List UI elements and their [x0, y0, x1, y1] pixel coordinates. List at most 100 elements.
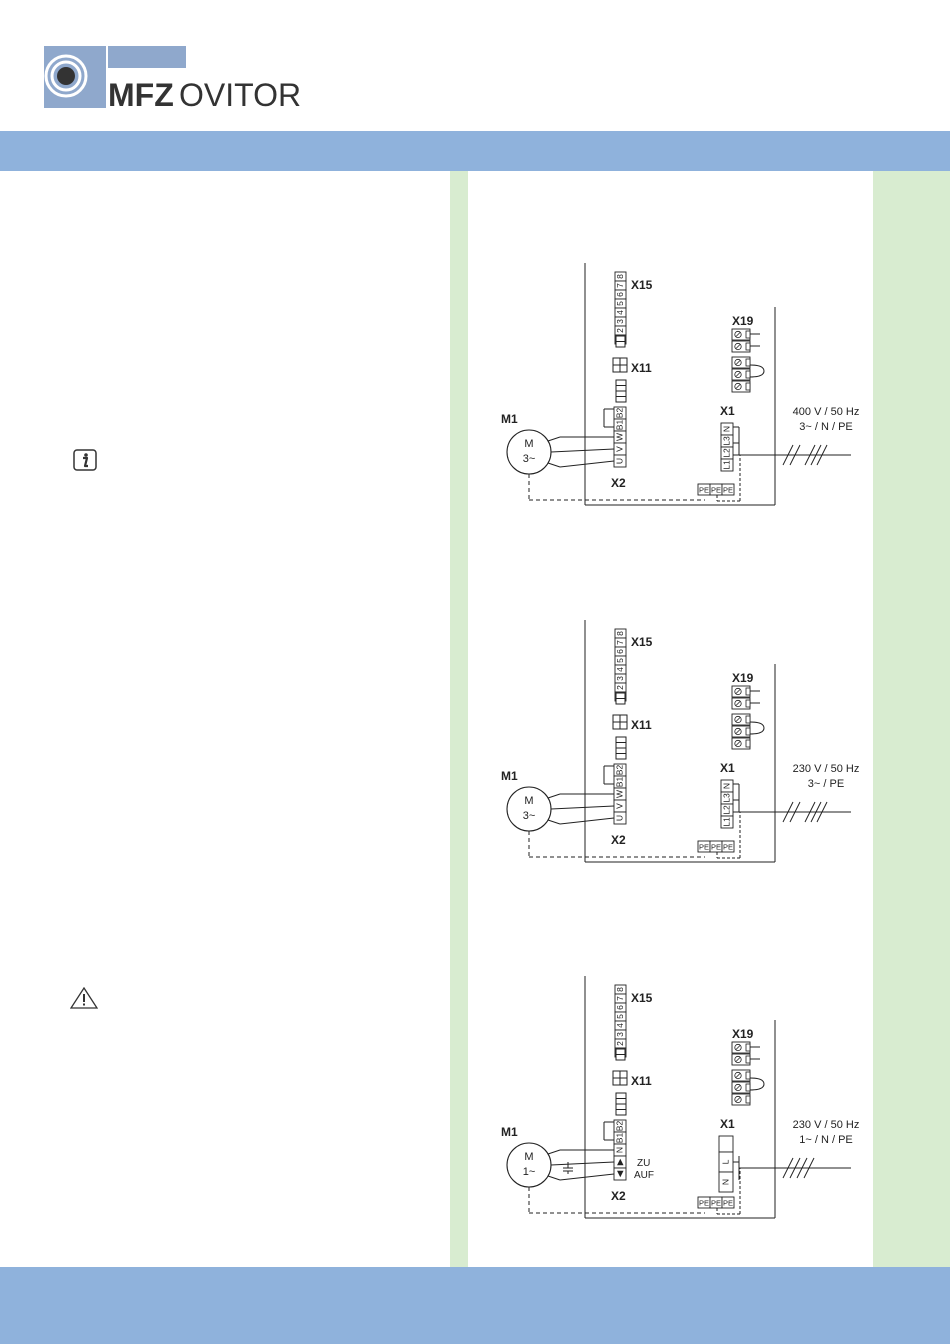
motor-circle: [506, 1142, 552, 1188]
pe-terminal-label: PE: [723, 843, 733, 852]
x15-label: X15: [631, 278, 653, 292]
x19-screw-slot: [735, 729, 741, 734]
x15-pin-label: 5: [615, 1014, 625, 1019]
x19-bridge: [749, 721, 765, 735]
supply-voltage-label: 400 V / 50 Hz: [793, 406, 860, 418]
x15-pin-label: 7: [615, 640, 625, 645]
m1-label: M1: [501, 1125, 518, 1139]
x19-contact: [745, 1043, 751, 1052]
m1-label: M1: [501, 769, 518, 783]
x19-contact: [745, 370, 751, 379]
pe-terminal: [721, 1196, 735, 1209]
pe-terminal-label: PE: [699, 1199, 709, 1208]
x19-screw-slot: [735, 332, 741, 337]
m1-label: M1: [501, 412, 518, 426]
x2-pin-label: ◀: [614, 1170, 624, 1177]
motor-label-m: M: [524, 438, 533, 450]
mfz-ovitor-logo: MFZ OVITOR: [44, 46, 301, 112]
supply-phase-slash: [782, 1157, 794, 1179]
x1-pin-label: L1: [721, 817, 731, 827]
x2-label: X2: [611, 833, 626, 847]
x15-pin-label: 3: [615, 1032, 625, 1037]
auf-label: AUF: [634, 1170, 654, 1181]
x19-screw-slot: [735, 360, 741, 365]
motor-wire: [559, 460, 615, 468]
motor-wire: [559, 817, 615, 825]
x2-top-pin-label: B2: [614, 765, 624, 776]
x15-pin-label: 5: [615, 301, 625, 306]
diagram-svg: 87654321X15X11B2B1N▶◀X2M1M1~ZUAUFPEPEPEX…: [501, 976, 860, 1219]
supply-phase-slash: [816, 444, 828, 466]
supply-voltage-label: 230 V / 50 Hz: [793, 1119, 860, 1131]
x2-pin-label: U: [614, 815, 624, 821]
motor-label-phase: 3~: [523, 810, 536, 822]
x15-label: X15: [631, 991, 653, 1005]
diagram-svg: 87654321X15X11B2B1WVUX2M1M3~PEPEPEX19X1N…: [501, 620, 860, 863]
x19-contact: [745, 1095, 751, 1104]
motor-label-phase: 3~: [523, 453, 536, 465]
header-band: [0, 131, 950, 171]
x1-label: X1: [720, 1117, 735, 1131]
motor-wire: [547, 1175, 561, 1181]
pe-terminal-label: PE: [711, 1199, 721, 1208]
x15-pin-label: 5: [615, 658, 625, 663]
x2-top-pin-label: B1: [614, 777, 624, 788]
supply-phase-slash: [789, 1157, 801, 1179]
x15-pin-label: 8: [615, 631, 625, 636]
motor-label-m: M: [524, 1151, 533, 1163]
supply-phase-label: 3~ / N / PE: [799, 421, 853, 433]
pe-terminal-label: PE: [723, 1199, 733, 1208]
x15-pin-label: 2: [615, 328, 625, 333]
pe-terminal-label: PE: [711, 486, 721, 495]
info-icon: [73, 449, 97, 471]
x19-contact: [745, 1055, 751, 1064]
supply-phase-slash: [804, 444, 816, 466]
pe-terminal-label: PE: [723, 486, 733, 495]
x19-contact: [745, 382, 751, 391]
x15-pin-label: 3: [615, 319, 625, 324]
x1-pin-cell: [720, 815, 734, 829]
x1-pin-cell: [718, 1171, 734, 1193]
motor-circle: [506, 786, 552, 832]
x19-screw-slot: [735, 1073, 741, 1078]
x19-label: X19: [732, 671, 754, 685]
zu-label: ZU: [637, 1158, 650, 1169]
x19-screw-slot: [735, 372, 741, 377]
x19-contact: [745, 1071, 751, 1080]
x19-screw-slot: [735, 689, 741, 694]
x2-pin-label: V: [614, 803, 624, 809]
x19-screw-slot: [735, 1097, 741, 1102]
x2-label: X2: [611, 1189, 626, 1203]
supply-voltage-label: 230 V / 50 Hz: [793, 763, 860, 775]
x15-pin-label: 8: [615, 274, 625, 279]
x1-cell-blank: [718, 1135, 734, 1153]
supply-phase-slash: [782, 444, 794, 466]
x15-pin-label: 4: [615, 1023, 625, 1028]
x2-top-pin-label: B2: [614, 1121, 624, 1132]
x2-pin-label: W: [614, 433, 624, 441]
diagram-svg: 87654321X15X11B2B1WVUX2M1M3~PEPEPEX19X1N…: [501, 263, 860, 506]
x15-pin-label: 6: [615, 1005, 625, 1010]
motor-wire: [550, 805, 615, 810]
x1-pin-label: N: [721, 783, 731, 789]
x1-label: X1: [720, 404, 735, 418]
x19-contact: [745, 715, 751, 724]
green-strip-right: [873, 171, 950, 1267]
x19-screw-slot: [735, 344, 741, 349]
x19-contact: [745, 739, 751, 748]
x2-top-pin-label: B1: [614, 1133, 624, 1144]
x19-screw-slot: [735, 1085, 741, 1090]
x11-label: X11: [631, 361, 652, 375]
x19-label: X19: [732, 314, 754, 328]
x19-screw-slot: [735, 384, 741, 389]
x19-contact: [745, 330, 751, 339]
x19-contact: [745, 699, 751, 708]
x1-pin-label: L2: [721, 448, 731, 458]
supply-phase-slash: [782, 801, 794, 823]
x15-pin-label: 7: [615, 283, 625, 288]
supply-phase-slash: [804, 801, 816, 823]
x1-label: X1: [720, 761, 735, 775]
x2-pin-label: N: [614, 1147, 624, 1153]
x1-pin-label: N: [720, 1179, 730, 1185]
footer-band: [0, 1267, 950, 1344]
